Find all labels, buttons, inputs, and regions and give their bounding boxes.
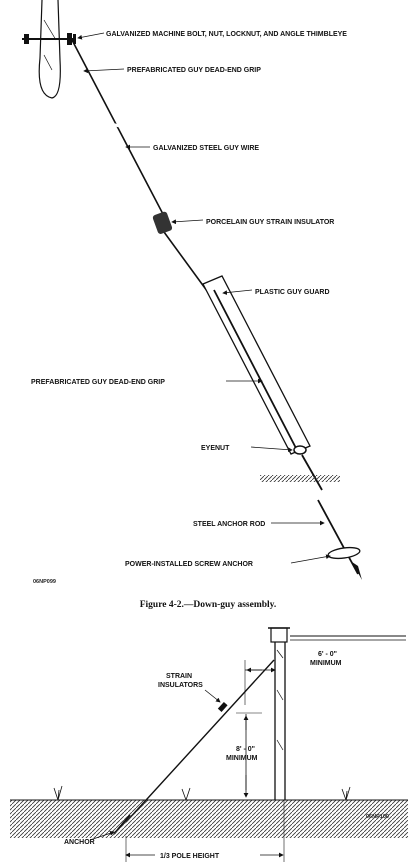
dimension-8ft-vertical bbox=[236, 712, 262, 798]
screw-anchor bbox=[327, 546, 362, 580]
dimension-third-pole-height bbox=[125, 800, 285, 862]
dimension-6ft-horizontal bbox=[244, 660, 276, 705]
label-screw-anchor: POWER-INSTALLED SCREW ANCHOR bbox=[125, 561, 253, 568]
label-steel-guy-wire: GALVANIZED STEEL GUY WIRE bbox=[153, 145, 259, 152]
pole-bottom bbox=[268, 627, 290, 800]
strain-insulator bbox=[152, 211, 173, 234]
ground-bottom bbox=[10, 800, 408, 838]
machine-bolt bbox=[22, 33, 76, 45]
label-steel-anchor-rod: STEEL ANCHOR ROD bbox=[193, 521, 265, 528]
label-strain: STRAIN bbox=[166, 673, 192, 680]
grass bbox=[53, 785, 351, 801]
leader-anchor bbox=[89, 830, 115, 841]
ground-hatch bbox=[260, 475, 340, 482]
label-insulators: INSULATORS bbox=[158, 682, 203, 689]
leader-lines bbox=[77, 32, 331, 564]
label-strain-insulator: PORCELAIN GUY STRAIN INSULATOR bbox=[206, 219, 334, 226]
figure-code-bottom: 06NP100 bbox=[366, 814, 389, 820]
label-bottom-dead-end-grip: PREFABRICATED GUY DEAD-END GRIP bbox=[31, 379, 165, 386]
eyenut bbox=[293, 445, 307, 455]
label-plastic-guy-guard: PLASTIC GUY GUARD bbox=[255, 289, 330, 296]
label-8ft-minimum: MINIMUM bbox=[226, 755, 258, 762]
plastic-guy-guard bbox=[202, 275, 311, 455]
label-6ft: 6' - 0" bbox=[318, 651, 337, 658]
guy-wire bbox=[71, 39, 211, 296]
label-third-pole-height: 1/3 POLE HEIGHT bbox=[160, 853, 220, 860]
figure-caption: Figure 4-2.—Down-guy assembly. bbox=[140, 600, 277, 610]
label-8ft: 8' - 0" bbox=[236, 746, 255, 753]
label-anchor: ANCHOR bbox=[64, 839, 95, 846]
steel-anchor-rod bbox=[301, 454, 359, 575]
label-top-dead-end-grip: PREFABRICATED GUY DEAD-END GRIP bbox=[127, 67, 261, 74]
label-machine-bolt: GALVANIZED MACHINE BOLT, NUT, LOCKNUT, A… bbox=[106, 31, 347, 38]
leader-strain-insulators bbox=[204, 689, 221, 703]
utility-pole bbox=[38, 0, 61, 99]
figure-code-top: 06NP099 bbox=[33, 579, 56, 585]
power-lines bbox=[290, 635, 406, 641]
label-eyenut: EYENUT bbox=[201, 445, 230, 452]
label-6ft-minimum: MINIMUM bbox=[310, 660, 342, 667]
